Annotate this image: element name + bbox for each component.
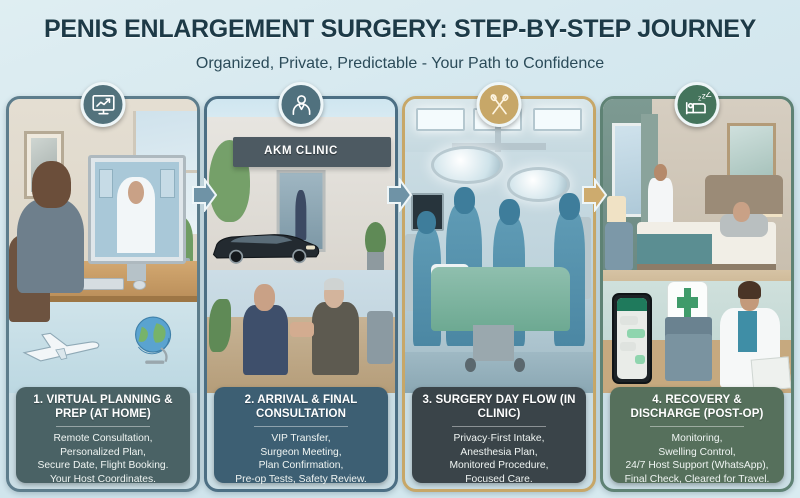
surgical-lamp bbox=[431, 146, 503, 185]
panel-virtual-planning[interactable]: 1. VIRTUAL PLANNING & PREP (AT HOME) Rem… bbox=[6, 82, 200, 492]
panel-1-illustration bbox=[9, 99, 197, 393]
panel-1-frame: 1. VIRTUAL PLANNING & PREP (AT HOME) Rem… bbox=[6, 96, 200, 492]
caption-divider bbox=[56, 426, 150, 428]
panel-4-body-line-3: 24/7 Host Support (WhatsApp), bbox=[625, 460, 769, 472]
handshake bbox=[289, 322, 315, 338]
video-call-monitor bbox=[87, 154, 186, 264]
panel-1-body-line-4: Your Host Coordinates. bbox=[49, 473, 157, 485]
globe-icon bbox=[134, 316, 171, 364]
first-aid-kit bbox=[665, 334, 713, 382]
svg-text:z: z bbox=[698, 95, 702, 102]
panel-2-caption: 2. ARRIVAL & FINAL CONSULTATION VIP Tran… bbox=[214, 387, 388, 486]
page-subtitle: Organized, Private, Predictable - Your P… bbox=[195, 54, 605, 72]
panel-2-frame: AKM CLINIC bbox=[204, 96, 398, 492]
panel-3-body: Privacy·First Intake, Anesthesia Plan, M… bbox=[418, 432, 580, 486]
monitor-chart-icon bbox=[80, 82, 126, 127]
panel-1-title: 1. VIRTUAL PLANNING & PREP (AT HOME) bbox=[33, 394, 173, 420]
panel-3-body-line-4: Focused Care. bbox=[465, 473, 533, 485]
panel-1-body-line-1: Remote Consultation, bbox=[53, 433, 153, 445]
caption-divider bbox=[452, 426, 546, 428]
panel-4-body: Monitoring, Swelling Control, 24/7 Host … bbox=[616, 432, 778, 486]
panel-3-illustration bbox=[405, 99, 593, 393]
panel-2-illustration: AKM CLINIC bbox=[207, 99, 395, 393]
panel-4-title: 4. RECOVERY & DISCHARGE (POST-OP) bbox=[630, 394, 764, 420]
medical-cross-icon bbox=[683, 288, 692, 318]
panel-2-body: VIP Transfer, Surgeon Meeting, Plan Conf… bbox=[220, 432, 382, 486]
panel-4-caption: 4. RECOVERY & DISCHARGE (POST-OP) Monito… bbox=[610, 387, 784, 486]
panel-4-illustration bbox=[603, 99, 791, 393]
panel-2-body-line-1: VIP Transfer, bbox=[271, 433, 331, 445]
luxury-car bbox=[212, 233, 320, 264]
surgical-drape bbox=[431, 266, 571, 332]
panel-4-body-line-1: Monitoring, bbox=[671, 433, 723, 445]
panel-3-title: 3. SURGERY DAY FLOW (IN CLINIC) bbox=[422, 394, 576, 420]
surgical-lamp bbox=[506, 166, 571, 202]
bed-sleep-icon: z z Z bbox=[674, 82, 720, 127]
panel-3-body-line-1: Privacy·First Intake, bbox=[453, 433, 545, 445]
clinic-sign-text: AKM CLINIC bbox=[264, 144, 338, 157]
page-title: PENIS ENLARGEMENT SURGERY: STEP-BY-STEP … bbox=[44, 15, 756, 43]
panel-surgery-day[interactable]: 3. SURGERY DAY FLOW (IN CLINIC) Privacy·… bbox=[402, 82, 596, 492]
panel-4-frame: 4. RECOVERY & DISCHARGE (POST-OP) Monito… bbox=[600, 96, 794, 492]
panel-3-caption: 3. SURGERY DAY FLOW (IN CLINIC) Privacy·… bbox=[412, 387, 586, 486]
wall-art bbox=[727, 122, 776, 179]
doctor-person-icon bbox=[278, 82, 324, 127]
panel-arrival-consultation[interactable]: AKM CLINIC bbox=[204, 82, 398, 492]
header: PENIS ENLARGEMENT SURGERY: STEP-BY-STEP … bbox=[0, 0, 800, 88]
panel-3-body-line-3: Monitored Procedure, bbox=[449, 460, 549, 472]
svg-text:z: z bbox=[701, 92, 705, 101]
crossed-surgical-instruments-icon bbox=[476, 82, 522, 127]
caption-divider bbox=[254, 426, 348, 428]
panel-row: 1. VIRTUAL PLANNING & PREP (AT HOME) Rem… bbox=[6, 82, 794, 492]
panel-3-frame: 3. SURGERY DAY FLOW (IN CLINIC) Privacy·… bbox=[402, 96, 596, 492]
panel-1-body-line-2: Personalized Plan, bbox=[60, 446, 146, 458]
panel-3-body-line-2: Anesthesia Plan, bbox=[460, 446, 538, 458]
panel-1-body: Remote Consultation, Personalized Plan, … bbox=[22, 432, 184, 486]
panel-2-body-line-4: Pre-op Tests, Safety Review. bbox=[235, 473, 367, 485]
panel-1-caption: 1. VIRTUAL PLANNING & PREP (AT HOME) Rem… bbox=[16, 387, 190, 486]
panel-4-body-line-2: Swelling Control, bbox=[658, 446, 736, 458]
caption-divider bbox=[650, 426, 744, 428]
airplane-icon bbox=[22, 332, 100, 362]
panel-recovery-discharge[interactable]: 4. RECOVERY & DISCHARGE (POST-OP) Monito… bbox=[600, 82, 794, 492]
panel-4-body-line-4: Final Check, Cleared for Travel. bbox=[624, 473, 770, 485]
whatsapp-chat-phone bbox=[612, 293, 652, 385]
svg-text:Z: Z bbox=[705, 92, 711, 100]
panel-1-body-line-3: Secure Date, Flight Booking. bbox=[37, 460, 169, 472]
panel-2-title: 2. ARRIVAL & FINAL CONSULTATION bbox=[244, 394, 358, 420]
panel-2-body-line-2: Surgeon Meeting, bbox=[260, 446, 342, 458]
panel-2-body-line-3: Plan Confirmation, bbox=[258, 460, 344, 472]
